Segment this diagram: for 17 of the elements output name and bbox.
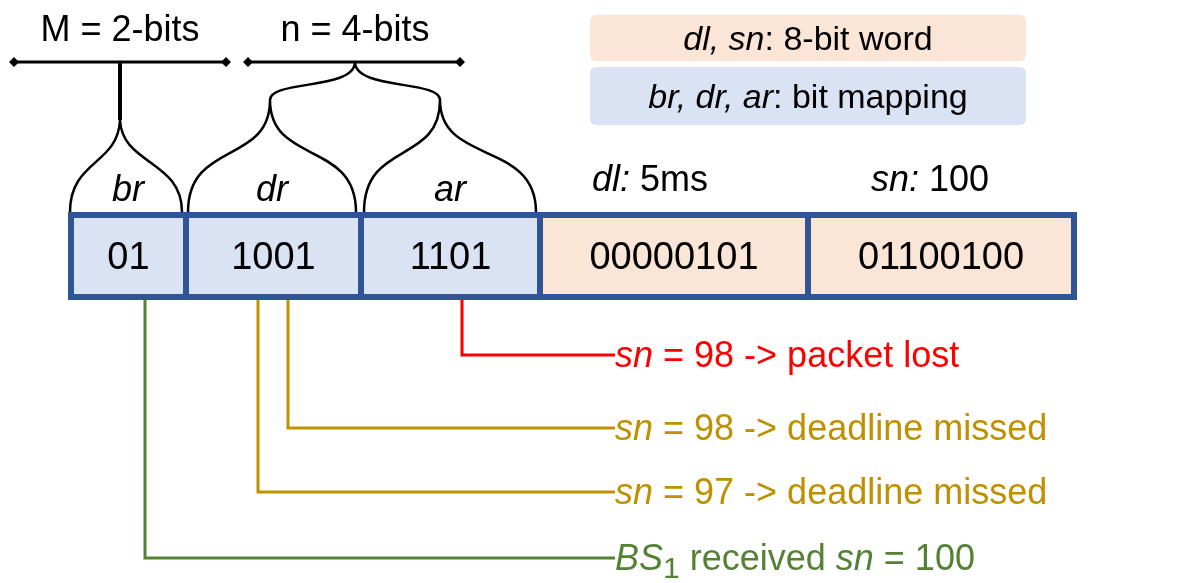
leader-line <box>256 300 615 494</box>
dimension-label: n = 4-bits <box>280 8 430 50</box>
field-label: sn: 100 <box>871 158 990 200</box>
legend-text: br, dr, ar: bit mapping <box>648 76 968 116</box>
leader-line <box>143 300 615 560</box>
annotation-text: sn = 97 -> deadline missed <box>615 470 1048 514</box>
field-label: br <box>112 168 144 210</box>
field-label: dl: 5ms <box>592 158 709 200</box>
annotation-text: BS$_{1}$ received sn = 100 <box>615 536 975 583</box>
annotation-text: sn = 98 -> deadline missed <box>615 406 1048 450</box>
legend-text: dl, sn: 8-bit word <box>683 18 933 58</box>
dimension-label: M = 2-bits <box>40 8 200 50</box>
leader-line <box>460 300 615 357</box>
leader-line <box>286 300 615 430</box>
field-label: ar <box>434 168 466 210</box>
annotation-text: sn = 98 -> packet lost <box>615 333 960 377</box>
field-label: dr <box>256 168 288 210</box>
